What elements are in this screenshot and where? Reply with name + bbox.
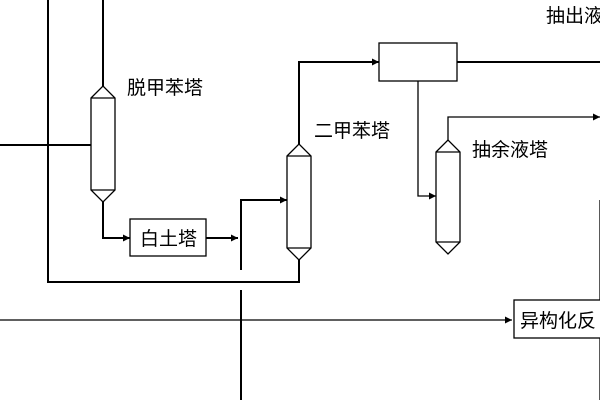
raffinate-tower bbox=[435, 139, 461, 255]
detoluene-tower-label: 脱甲苯塔 bbox=[127, 77, 203, 99]
clay-tower-box bbox=[129, 218, 207, 257]
xylene-tower bbox=[286, 143, 312, 261]
raffinate-tower-label: 抽余液塔 bbox=[472, 139, 548, 161]
xylene-to-separator-line bbox=[298, 58, 379, 144]
isomerization-reactor-label: 异构化反 bbox=[520, 310, 596, 332]
xylene-column bbox=[286, 143, 312, 261]
detoluene-tower bbox=[90, 85, 116, 203]
left-loop-line bbox=[47, 0, 300, 283]
raffinate-top-line bbox=[447, 113, 600, 140]
separator-to-raffinate-line bbox=[417, 81, 436, 200]
clay-to-xylene-line bbox=[240, 196, 287, 270]
xylene-tower-label: 二甲苯塔 bbox=[314, 120, 390, 142]
separator-box bbox=[378, 42, 458, 82]
detoluene-column bbox=[90, 85, 116, 203]
extract-tower-label: 抽出液 bbox=[546, 5, 600, 27]
detoluene-to-clay-line bbox=[102, 202, 130, 242]
isomerization-reactor-box bbox=[513, 299, 600, 339]
clay-tower-label: 白土塔 bbox=[140, 228, 197, 250]
raffinate-column bbox=[435, 139, 461, 255]
